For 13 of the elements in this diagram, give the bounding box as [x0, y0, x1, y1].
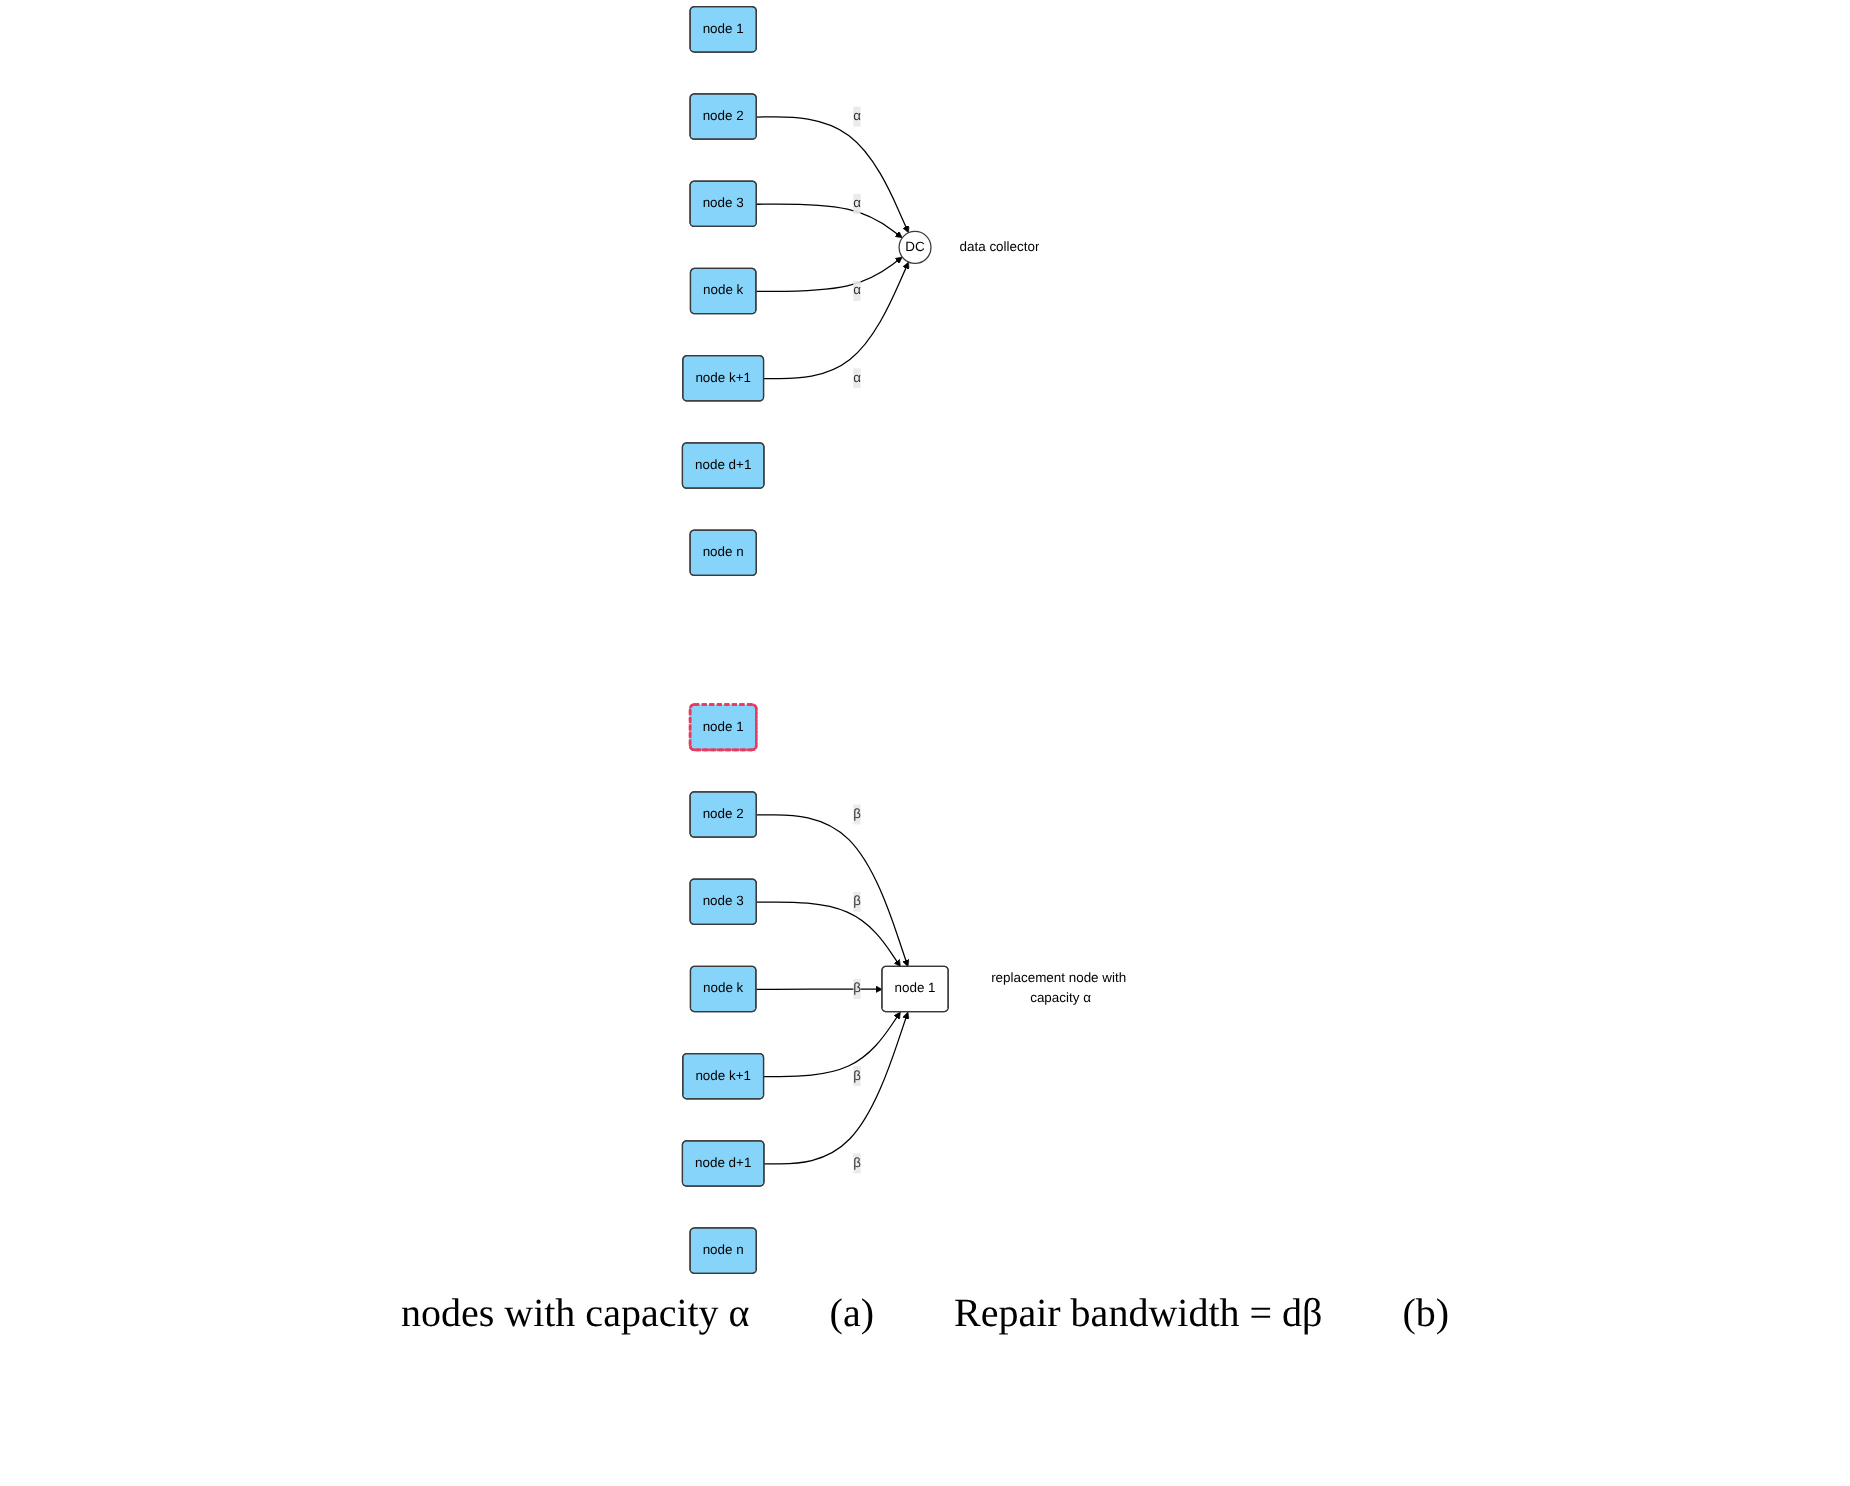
arrow — [755, 116, 909, 234]
caption-text: Repair bandwidth = dβ — [954, 1292, 1323, 1338]
arrow — [762, 261, 909, 380]
arrow — [755, 901, 900, 968]
arrow — [755, 814, 909, 968]
arrow — [754, 256, 902, 293]
caption-text: nodes with capacity α — [400, 1292, 750, 1338]
arrow — [762, 1011, 900, 1078]
caption-text: (a) — [829, 1292, 874, 1338]
caption-text: (b) — [1402, 1292, 1450, 1338]
arrow — [762, 1011, 909, 1165]
arrow — [754, 985, 882, 993]
arrow — [755, 203, 902, 239]
